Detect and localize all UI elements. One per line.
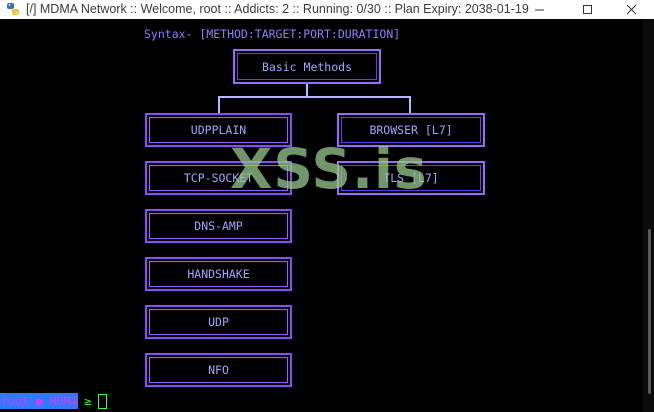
method-label: HANDSHAKE: [187, 267, 250, 281]
window-title: [/] MDMA Network :: Welcome, root :: Add…: [26, 2, 529, 16]
command-prompt[interactable]: root ● MDMA ≥: [0, 393, 108, 409]
basic-methods-label: Basic Methods: [261, 59, 352, 74]
prompt-segment: root ● MDMA: [0, 393, 79, 409]
method-label: BROWSER [L7]: [369, 123, 453, 137]
method-box-dns-amp: DNS-AMP: [145, 209, 292, 243]
method-box-tcp-socket: TCP-SOCKET: [145, 161, 292, 195]
connector-right-down: [409, 98, 411, 114]
maximize-button[interactable]: [564, 0, 610, 19]
method-box-browser-l7: BROWSER [L7]: [337, 113, 485, 147]
minimize-icon: [534, 9, 544, 11]
syntax-line: Syntax- [METHOD:TARGET:PORT:DURATION]: [144, 27, 401, 41]
connector-horizontal: [218, 96, 411, 98]
method-box-handshake: HANDSHAKE: [145, 257, 292, 291]
prompt-host: MDMA: [49, 394, 78, 408]
basic-methods-box: Basic Methods: [233, 49, 381, 84]
maximize-icon: [582, 5, 592, 14]
minimize-button[interactable]: [516, 0, 562, 19]
method-label: UDP: [208, 315, 229, 329]
scrollbar-thumb[interactable]: [648, 229, 651, 394]
method-label: NFO: [208, 363, 229, 377]
window-titlebar: [/] MDMA Network :: Welcome, root :: Add…: [0, 0, 654, 19]
text-cursor[interactable]: [98, 393, 108, 409]
method-box-nfo: NFO: [145, 353, 292, 387]
method-box-udpplain: UDPPLAIN: [145, 113, 292, 147]
connector-root-down: [306, 84, 308, 96]
prompt-separator: ●: [35, 394, 43, 408]
method-label: DNS-AMP: [194, 219, 243, 233]
scrollbar-track[interactable]: [642, 19, 654, 412]
method-box-tls-l7: TLS [L7]: [337, 161, 485, 195]
method-label: TLS [L7]: [383, 171, 439, 185]
method-label: TCP-SOCKET: [183, 171, 254, 185]
connector-left-down: [218, 98, 220, 114]
python-icon: [6, 2, 20, 16]
close-icon: [626, 4, 636, 15]
terminal-area[interactable]: Syntax- [METHOD:TARGET:PORT:DURATION] Ba…: [0, 19, 654, 412]
method-box-udp: UDP: [145, 305, 292, 339]
prompt-user: root: [1, 394, 29, 408]
method-label: UDPPLAIN: [190, 123, 247, 137]
prompt-symbol: ≥: [84, 394, 92, 408]
close-button[interactable]: [608, 0, 654, 19]
